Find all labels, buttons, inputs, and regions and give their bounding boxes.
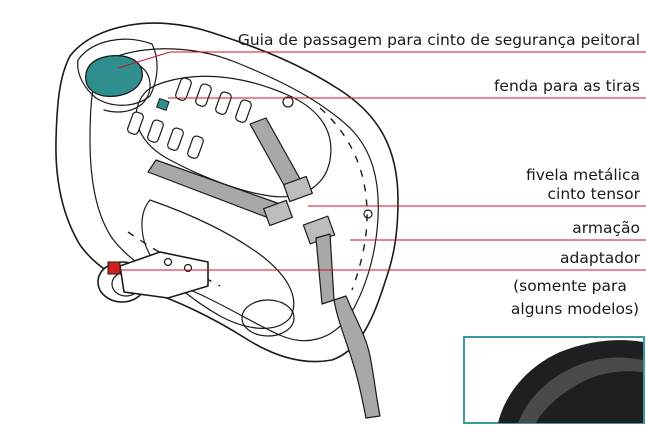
label-metal-buckle: fivela metálica xyxy=(526,166,640,184)
seat-headrest xyxy=(77,38,158,106)
strap-slot xyxy=(127,111,144,135)
label-chest-guide: Guia de passagem para cinto de segurança… xyxy=(238,31,640,49)
inset-highlight xyxy=(518,357,643,423)
harness-straps xyxy=(147,117,381,419)
strap-slot xyxy=(147,119,164,143)
adapter-hole xyxy=(183,263,193,273)
label-adapter-note-2: alguns modelos) xyxy=(511,300,639,318)
tensioner-belt xyxy=(333,295,381,419)
shell-ring xyxy=(363,209,373,219)
strap-slot xyxy=(175,77,192,101)
inset-photo xyxy=(463,336,645,424)
chest-belt-guide xyxy=(85,54,143,98)
buckle-tongue xyxy=(263,199,293,227)
label-frame: armação xyxy=(572,219,640,237)
leader-lines xyxy=(114,51,646,271)
chest-belt-guide-edge xyxy=(103,65,151,113)
strap-slot xyxy=(167,127,184,151)
label-tensioner-belt: cinto tensor xyxy=(547,185,640,203)
adapter xyxy=(97,251,209,303)
seat-bottom-pad xyxy=(241,299,295,337)
frame-seam xyxy=(127,231,221,287)
strap-slot xyxy=(235,99,252,123)
buckle-tongue xyxy=(283,175,313,203)
strap-slot xyxy=(195,83,212,107)
adapter-bracket xyxy=(119,251,209,299)
frame-seam xyxy=(319,107,368,291)
leader-chest-guide xyxy=(117,51,646,69)
strap-slots xyxy=(127,77,252,159)
label-adapter-note-1: (somente para xyxy=(513,277,627,295)
seat-inner-rim xyxy=(89,48,379,342)
back-button xyxy=(155,97,170,112)
adapter-red-lock xyxy=(107,261,121,275)
car-seat-illustration xyxy=(55,22,399,419)
callout-labels: Guia de passagem para cinto de segurança… xyxy=(238,31,641,318)
label-strap-slot: fenda para as tiras xyxy=(494,77,640,95)
shell-ring xyxy=(282,96,294,108)
adapter-hole xyxy=(163,257,173,267)
strap-slot xyxy=(187,135,204,159)
label-adapter: adaptador xyxy=(560,249,641,267)
